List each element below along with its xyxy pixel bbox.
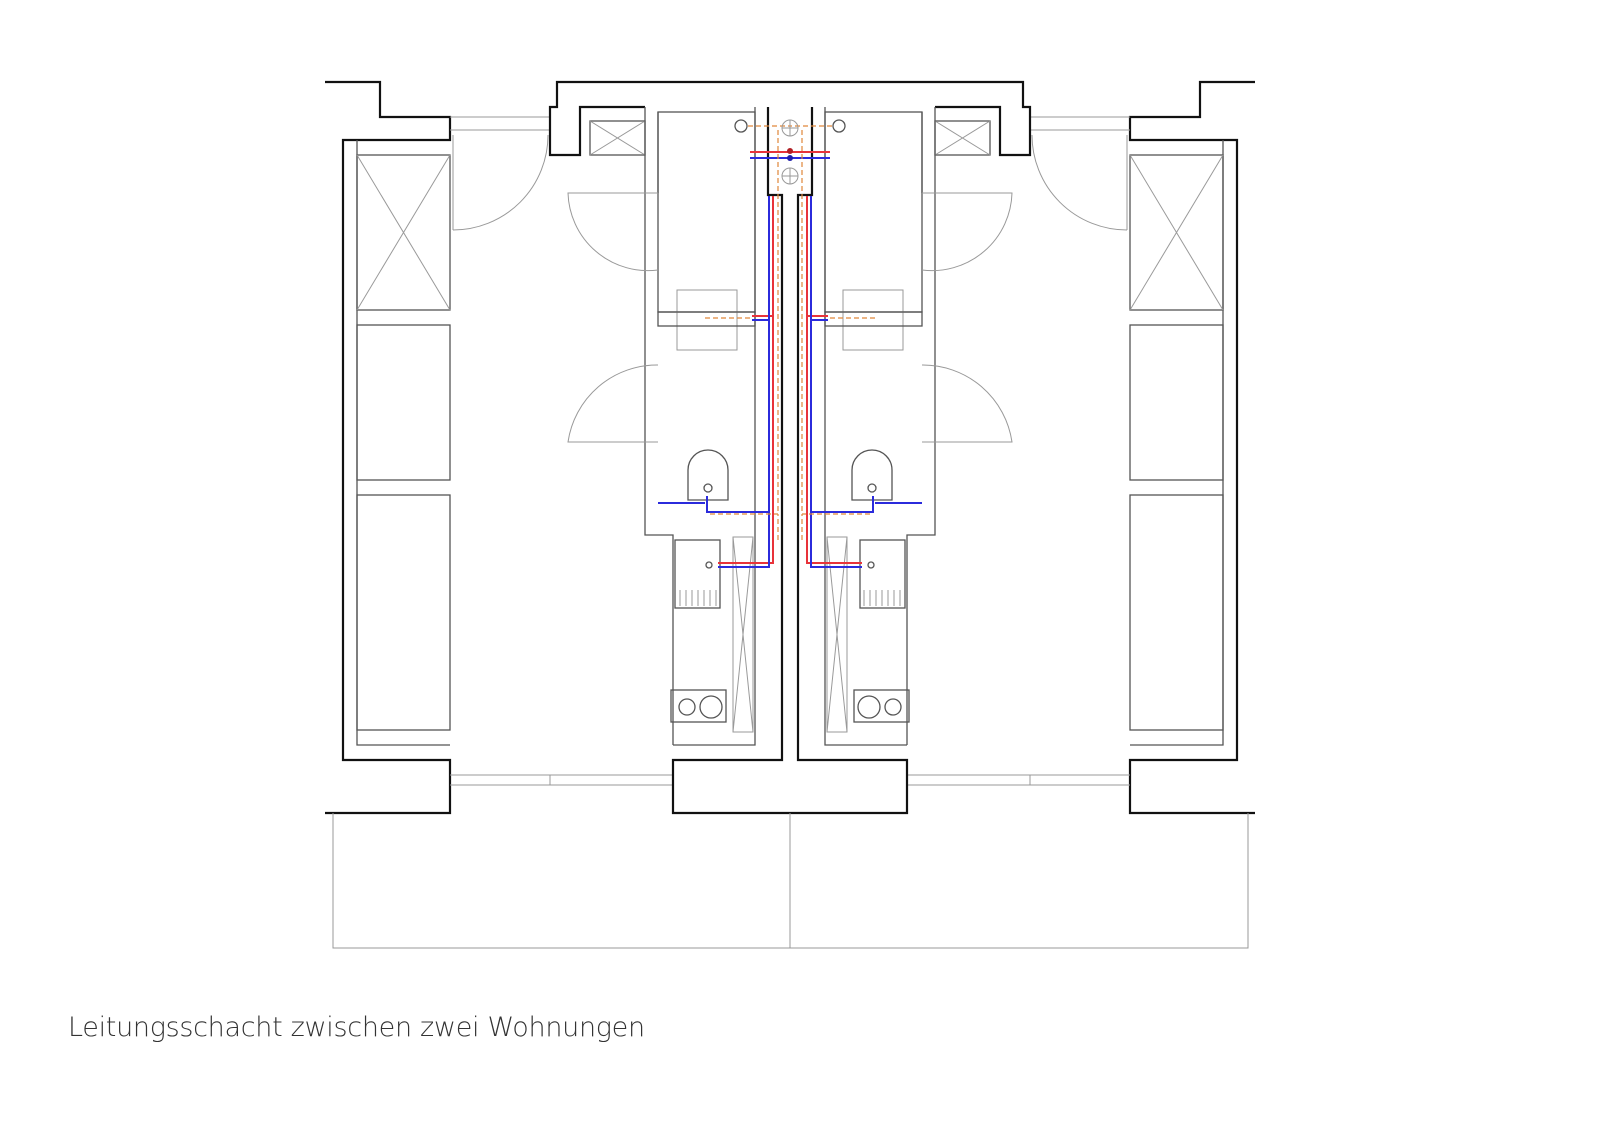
- wardrobe: [356, 154, 451, 311]
- bathroom-door-lower: [567, 364, 659, 443]
- cooktop: [670, 689, 727, 723]
- wc-stack: [734, 119, 748, 133]
- wardrobe-cross: [356, 154, 451, 311]
- washbasin: [676, 289, 738, 351]
- sink-drain: [705, 561, 713, 569]
- fridge: [732, 536, 754, 733]
- exterior-wall: [325, 80, 452, 815]
- cabinet: [356, 494, 451, 731]
- vent-shaft-cross: [589, 120, 646, 156]
- shower: [657, 111, 756, 313]
- partition: [657, 311, 756, 327]
- cold-water-pipe: [658, 157, 790, 568]
- sink: [674, 539, 721, 609]
- toilet-drain: [703, 483, 713, 493]
- caption: Leitungsschacht zwischen zwei Wohnungen: [68, 1012, 645, 1043]
- shaft-riser-cross: [782, 120, 798, 136]
- fridge-cross: [732, 536, 754, 733]
- bathroom-wall: [644, 107, 674, 745]
- hot-water-pipe: [718, 151, 790, 564]
- shaft-wall-top: [548, 80, 790, 157]
- shaft-riser-cross: [782, 168, 798, 184]
- entrance-door: [452, 134, 549, 231]
- burner: [699, 695, 723, 719]
- cabinet: [356, 324, 451, 481]
- cold-water-riser: [787, 155, 793, 161]
- hot-water-riser: [787, 148, 793, 154]
- apartment-left: [325, 80, 790, 815]
- apartment-right: [788, 80, 1257, 815]
- shaft-wall: [671, 107, 790, 815]
- interior-wall-line: [356, 140, 450, 746]
- window: [450, 116, 673, 786]
- toilet: [687, 449, 729, 501]
- burner: [678, 698, 696, 716]
- sink-drainboard: [679, 590, 717, 606]
- balcony: [332, 813, 1249, 949]
- drain-pipe: [705, 125, 790, 540]
- shaft-inner-wall: [673, 107, 756, 746]
- bathroom-door-upper: [567, 192, 659, 272]
